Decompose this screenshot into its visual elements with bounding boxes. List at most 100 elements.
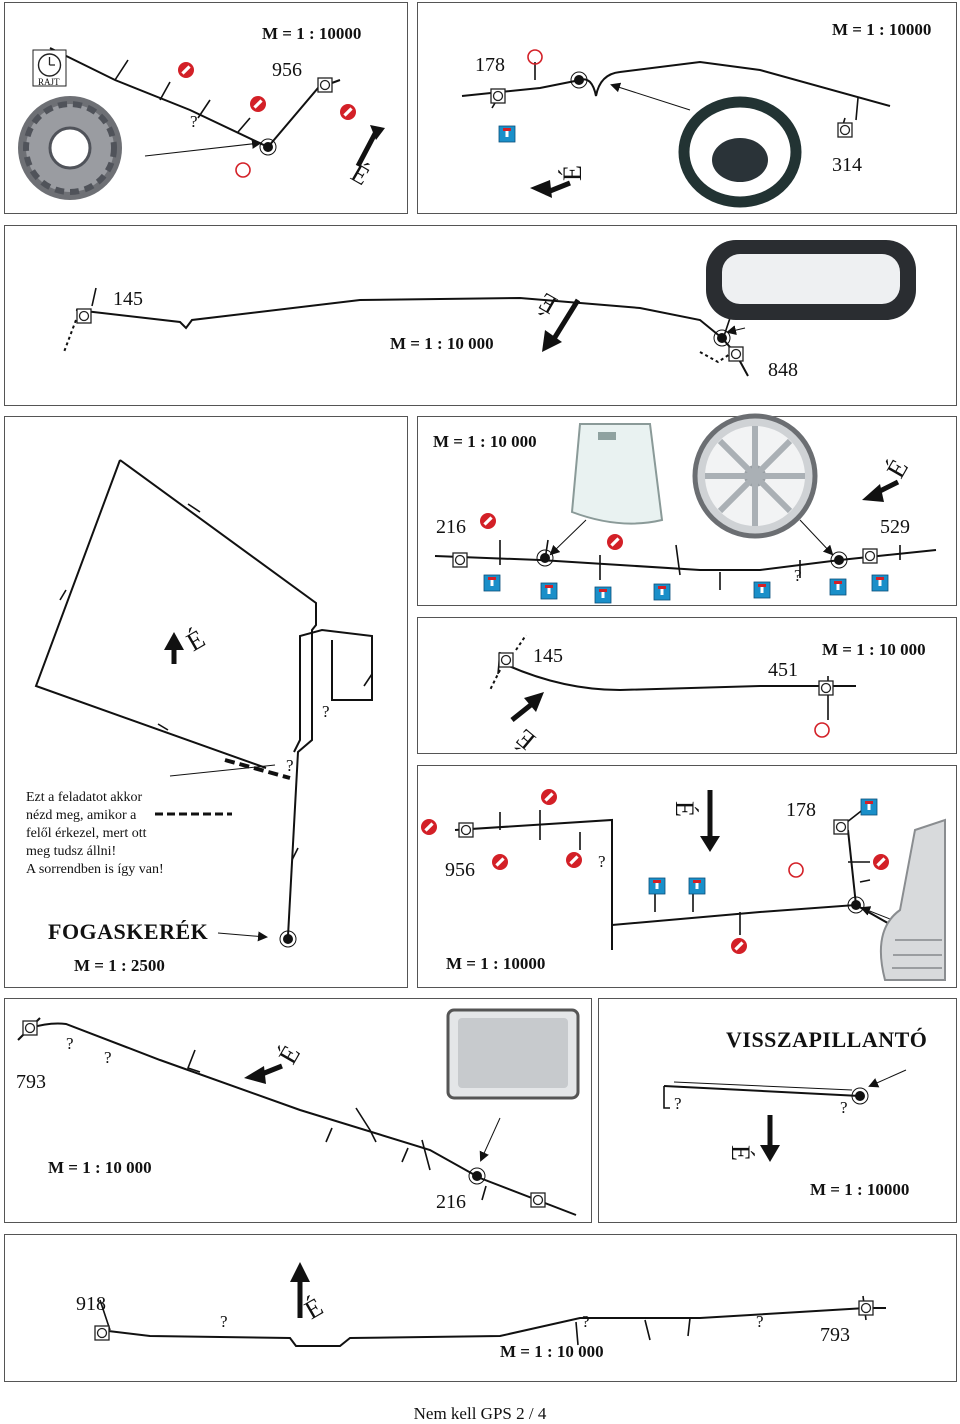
page-footer: Nem kell GPS 2 / 4 — [413, 1404, 547, 1423]
checkpoint-number: 956 — [445, 859, 475, 881]
question-mark: ? — [582, 1312, 590, 1331]
question-mark: ? — [598, 852, 606, 871]
oneway-sign-icon — [540, 582, 558, 600]
scale-label: M = 1 : 10 000 — [822, 640, 926, 659]
panel-2-map — [461, 60, 891, 198]
panel-6 — [417, 617, 957, 754]
rearview-mirror-icon — [706, 240, 916, 320]
checkpoint-icon — [94, 1325, 110, 1341]
wheel-rim-icon — [692, 413, 818, 539]
checkpoint-number: 216 — [436, 516, 466, 538]
question-mark: ? — [674, 1094, 682, 1113]
windshield-icon — [570, 423, 664, 525]
scale-label: M = 1 : 10 000 — [433, 432, 537, 451]
checkpoint-number: 793 — [16, 1071, 46, 1093]
mudflap-icon — [879, 818, 946, 981]
question-mark: ? — [220, 1312, 228, 1331]
no-entry-sign-icon — [873, 854, 889, 870]
checkpoint-number: 178 — [475, 54, 505, 76]
checkpoint-number: 216 — [436, 1191, 466, 1213]
panel-title: VISSZAPILLANTÓ — [726, 1027, 928, 1052]
oneway-sign-icon — [753, 581, 771, 599]
headlight-icon — [446, 1008, 580, 1100]
gear-icon — [18, 96, 122, 200]
oneway-sign-icon — [498, 125, 516, 143]
no-entry-sign-icon — [566, 852, 582, 868]
scale-label: M = 1 : 10000 — [810, 1180, 910, 1199]
no-entry-sign-icon — [178, 62, 194, 78]
no-entry-sign-icon — [541, 789, 557, 805]
panel-7-map — [454, 790, 919, 950]
checkpoint-number: 314 — [832, 154, 862, 176]
checkpoint-icon — [728, 346, 744, 362]
question-mark: ? — [190, 112, 198, 131]
no-entry-sign-icon — [250, 96, 266, 112]
start-label: RAJT — [38, 77, 60, 87]
checkpoint-number: 956 — [272, 59, 302, 81]
panel-4 — [417, 416, 957, 606]
target-point-icon — [259, 138, 277, 156]
panel-title: FOGASKERÉK — [48, 919, 209, 944]
checkpoint-icon — [452, 552, 468, 568]
scale-label: M = 1 : 10000 — [832, 20, 932, 39]
checkpoint-icon — [530, 1192, 546, 1208]
panel-4-map — [434, 479, 937, 590]
checkpoint-icon — [490, 88, 506, 104]
checkpoint-icon — [837, 122, 853, 138]
oneway-sign-icon — [653, 583, 671, 601]
checkpoint-number: 178 — [786, 799, 816, 821]
checkpoint-number: 451 — [768, 659, 798, 681]
no-entry-sign-icon — [731, 938, 747, 954]
panel-5 — [4, 416, 408, 988]
no-entry-sign-icon — [421, 819, 437, 835]
checkpoint-icon — [862, 548, 878, 564]
control-circle-icon — [788, 862, 804, 878]
no-entry-sign-icon — [492, 854, 508, 870]
scale-label: M = 1 : 10000 — [262, 24, 362, 43]
panel-5-map — [34, 459, 373, 942]
panel-10-map — [99, 1262, 886, 1347]
no-entry-sign-icon — [607, 534, 623, 550]
checkpoint-icon — [858, 1300, 874, 1316]
question-mark: ? — [322, 702, 330, 721]
oneway-sign-icon — [871, 574, 889, 592]
checkpoint-icon — [498, 652, 514, 668]
question-mark: ? — [794, 566, 802, 585]
checkpoint-icon — [76, 308, 92, 324]
control-circle-icon — [235, 162, 251, 178]
oneway-sign-icon — [829, 578, 847, 596]
north-label: É — [557, 165, 587, 181]
oneway-sign-icon — [483, 574, 501, 592]
checkpoint-number: 145 — [533, 645, 563, 667]
target-point-icon — [536, 549, 554, 567]
control-circle-icon — [814, 722, 830, 738]
question-mark: ? — [286, 756, 294, 775]
instruction-text: Ezt a feladatot akkor nézd meg, amikor a… — [26, 790, 164, 877]
oneway-sign-icon — [688, 877, 706, 895]
panel-9 — [598, 998, 957, 1223]
panel-9-map — [663, 1069, 907, 1162]
north-label: É — [725, 1145, 755, 1161]
question-mark: ? — [104, 1048, 112, 1067]
checkpoint-number: 145 — [113, 288, 143, 310]
oneway-sign-icon — [648, 877, 666, 895]
scale-label: M = 1 : 10 000 — [48, 1158, 152, 1177]
no-entry-sign-icon — [340, 104, 356, 120]
no-entry-sign-icon — [480, 513, 496, 529]
panel-3-map — [63, 287, 749, 377]
checkpoint-icon — [22, 1020, 38, 1036]
question-mark: ? — [66, 1034, 74, 1053]
scale-label: M = 1 : 10 000 — [390, 334, 494, 353]
checkpoint-number: 848 — [768, 359, 798, 381]
clock-icon — [32, 49, 67, 87]
checkpoint-icon — [818, 680, 834, 696]
checkpoint-number: 529 — [880, 516, 910, 538]
oneway-sign-icon — [860, 798, 878, 816]
checkpoint-icon — [458, 822, 474, 838]
control-circle-icon — [527, 49, 543, 65]
target-point-icon — [713, 329, 731, 347]
panel-10 — [4, 1234, 957, 1382]
oneway-sign-icon — [594, 586, 612, 604]
checkpoint-icon — [317, 77, 333, 93]
